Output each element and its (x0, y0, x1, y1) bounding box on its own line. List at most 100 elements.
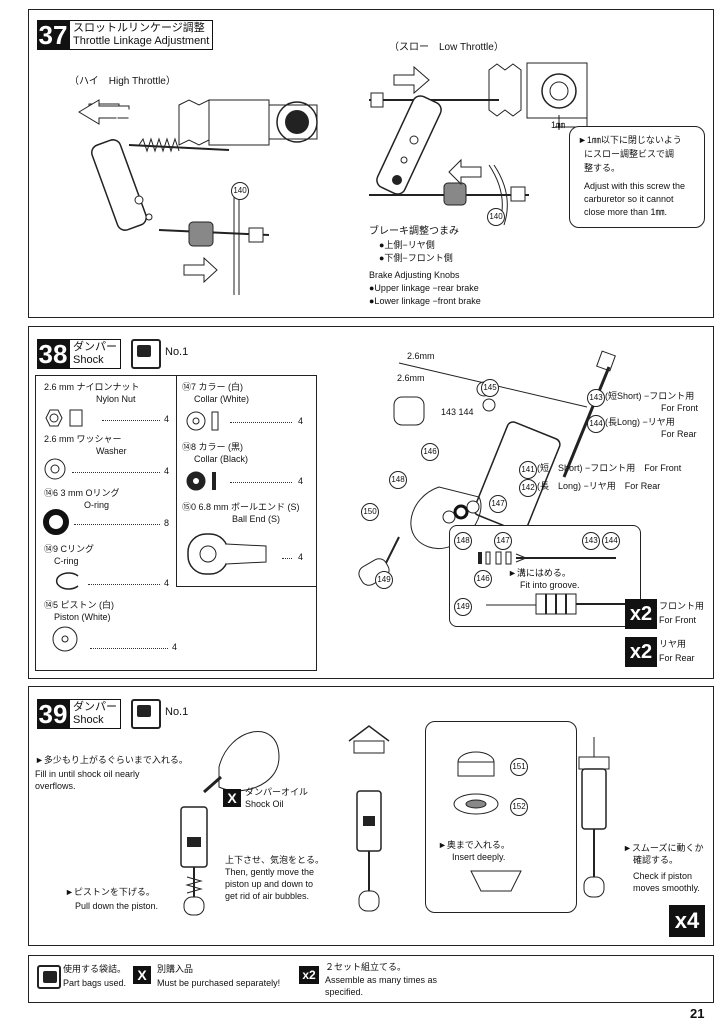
size-2-6-a: 2.6mm (407, 351, 435, 361)
high-throttle-label: （ハイ High Throttle） (69, 76, 176, 87)
inset-ref-146: 146 (474, 570, 492, 588)
part-140-high: 140 (231, 182, 249, 200)
nut-en: Nylon Nut (96, 394, 136, 404)
step-title: スロットルリンケージ調整 Throttle Linkage Adjustment (69, 20, 214, 50)
oil-jp: ダンパーオイル (245, 787, 309, 797)
collar-white-jp: ⑭7 カラー (白) (182, 382, 244, 392)
ref-146: 146 (421, 443, 439, 461)
piston-en: Piston (White) (54, 612, 111, 622)
ballend-en: Ball End (S) (232, 514, 281, 524)
legend-x-jp: 別購入品 (157, 964, 194, 974)
inset-ref-147: 147 (494, 532, 512, 550)
finished-shock-illustration (578, 737, 610, 898)
size-2-6-b: 2.6mm (397, 373, 425, 383)
fill-en-1: Fill in until shock oil nearly (35, 769, 140, 779)
ref-141: 141 (519, 461, 537, 479)
collar-white-icon (186, 411, 219, 431)
legend-bag-icon (37, 965, 61, 989)
step-number: 37 (37, 20, 69, 50)
oring-qty: 8 (164, 518, 170, 528)
pump-en-3: get rid of air bubbles. (225, 891, 310, 901)
step-title: ダンパー Shock (69, 699, 121, 729)
collar-white-qty: 4 (298, 416, 304, 426)
pump-en-2: piston up and down to (225, 879, 314, 889)
step-title-en: Shock (73, 354, 104, 366)
step-37-panel: 37 スロットルリンケージ調整 Throttle Linkage Adjustm… (28, 9, 714, 318)
piston-qty: 4 (172, 642, 178, 652)
pull-en: Pull down the piston. (75, 901, 159, 911)
parts-list: 2.6 mm ナイロンナット Nylon Nut 4 2.6 mm ワッシャー … (35, 375, 317, 671)
x2-rear-en: For Rear (659, 653, 695, 663)
part-140-low: 140 (487, 208, 505, 226)
cring-icon (55, 572, 79, 590)
note-en-2: carburetor so it cannot (584, 194, 674, 204)
ref-150: 150 (361, 503, 379, 521)
piston-icon (52, 626, 78, 652)
inset-ref-148: 148 (454, 532, 472, 550)
step-title: ダンパー Shock (69, 339, 121, 369)
carburetor-note: ►1㎜以下に閉じないよう にスロー調整ビスで調 整する。 Adjust with… (569, 126, 705, 228)
legend-bag-en: Part bags used. (63, 978, 127, 988)
rear-en: For Rear (661, 429, 697, 439)
fill-en-2: overflows. (35, 781, 76, 791)
parts-divider (176, 376, 317, 587)
ref-143-label: 143 (587, 389, 605, 407)
nylon-nut-icon (45, 409, 83, 427)
check-jp-1: ►スムーズに動くか (623, 843, 704, 853)
x2-rear-badge: x2 (625, 637, 657, 667)
note-jp-2: にスロー調整ビスで調 (584, 149, 675, 159)
legend-x-icon: X (133, 966, 151, 984)
check-en-1: Check if piston (633, 871, 693, 881)
ref-152: 152 (510, 798, 528, 816)
legend-x-en: Must be purchased separately! (157, 978, 281, 988)
inset-parts-drawing (478, 551, 626, 615)
one-mm-label: 1㎜ (551, 120, 566, 130)
ref-143-144: 143 144 (441, 407, 474, 417)
part-bag-icon (131, 699, 161, 729)
pump-en-1: Then, gently move the (225, 867, 315, 877)
step-number: 38 (37, 339, 69, 369)
leader (282, 558, 292, 559)
cring-jp: ⑭9 Cリング (44, 544, 95, 554)
low-throttle-illustration (369, 62, 591, 226)
brake-en-lower: ●Lower linkage −front brake (369, 296, 481, 306)
brake-en-upper: ●Upper linkage −rear brake (369, 283, 479, 293)
legend-x2-en-2: specified. (325, 987, 364, 997)
insert-drawing (470, 870, 522, 892)
washer-qty: 4 (164, 466, 170, 476)
brake-jp-upper: ●上側−リヤ側 (379, 240, 435, 250)
leader (90, 648, 168, 649)
step-title-jp: ダンパー (73, 701, 117, 713)
step-title-en: Throttle Linkage Adjustment (73, 35, 210, 47)
ref-144-label: 144 (587, 415, 605, 433)
cap-detail-inset: 151 152 ►奥まで入れる。 Insert deeply. (425, 721, 577, 913)
ballend-qty: 4 (298, 552, 304, 562)
oring-en: O-ring (84, 500, 110, 510)
collar-white-en: Collar (White) (194, 394, 250, 404)
ref-142: 142 (519, 479, 537, 497)
oil-en: Shock Oil (245, 799, 284, 809)
note-jp-3: 整する。 (584, 163, 621, 173)
oil-fill-illustration (180, 731, 280, 916)
step-38-panel: 38 ダンパー Shock No.1 2.6 mm ナイロンナット Nylon … (28, 326, 714, 679)
collar-black-en: Collar (Black) (194, 454, 249, 464)
insert-jp: ►奥まで入れる。 (438, 840, 510, 850)
step-title-en: Shock (73, 714, 104, 726)
washer-icon (44, 458, 66, 480)
low-throttle-label: （スロー Low Throttle） (389, 42, 504, 53)
legend-bag-jp: 使用する袋詰。 (63, 964, 127, 974)
collar-black-icon (186, 471, 216, 491)
check-jp-2: 確認する。 (633, 855, 679, 865)
leader (102, 420, 160, 421)
cring-qty: 4 (164, 578, 170, 588)
ref-151: 151 (510, 758, 528, 776)
oring-icon (43, 509, 69, 535)
x4-badge: x4 (669, 905, 705, 937)
pull-jp: ►ピストンを下げる。 (65, 887, 155, 897)
washer-jp: 2.6 mm ワッシャー (44, 434, 122, 444)
step-number: 39 (37, 699, 69, 729)
x2-rear-jp: リヤ用 (659, 639, 687, 649)
x2-front-badge: x2 (625, 599, 657, 629)
inset-ref-143: 143 (582, 532, 600, 550)
cyl-short: (短 Short) −フロント用 For Front (537, 463, 682, 473)
